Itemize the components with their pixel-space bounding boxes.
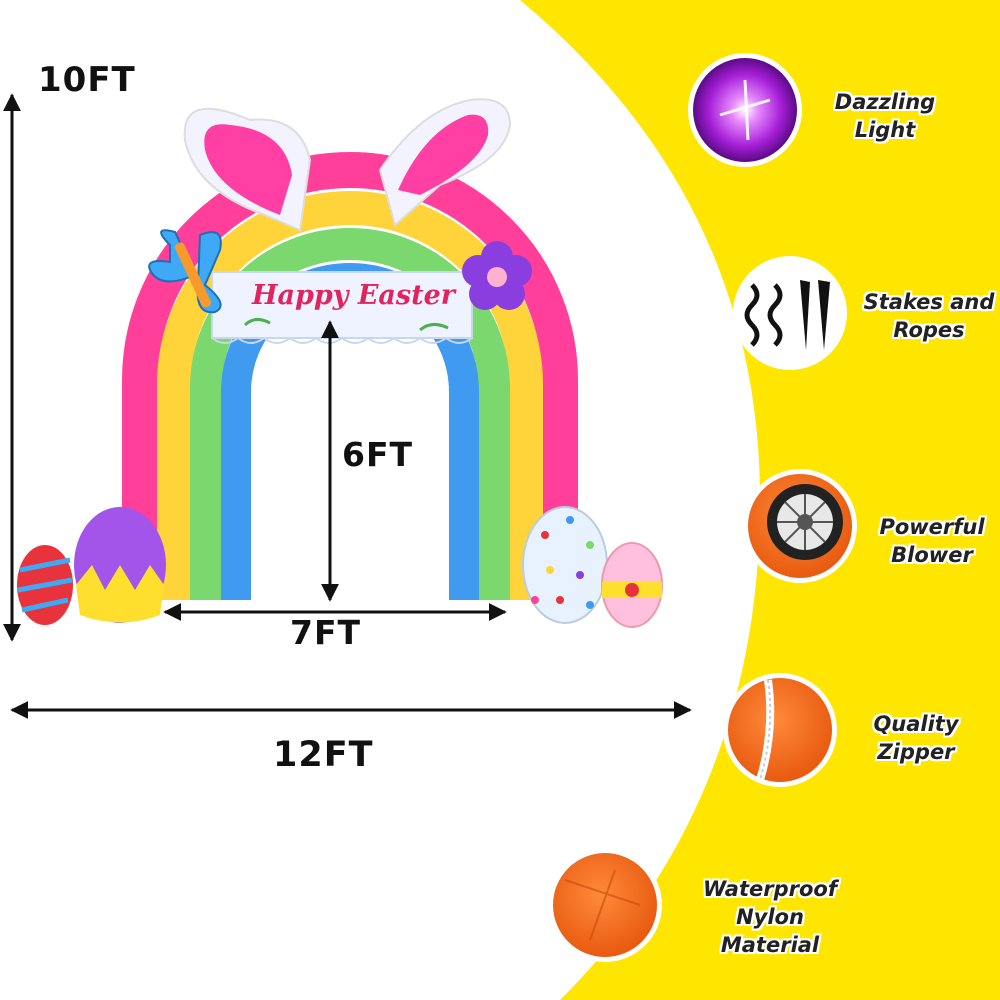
feature-line: Light (854, 118, 916, 142)
zipper-icon (723, 673, 837, 787)
width-inner-label: 7FT (290, 613, 362, 652)
feature-label-nylon: Waterproof Nylon Material (690, 875, 850, 959)
easter-eggs (17, 506, 663, 628)
feature-label-stakes: Stakes and Ropes (858, 288, 1000, 344)
feature-line: Zipper (877, 740, 955, 764)
feature-label-zipper: Quality Zipper (852, 710, 980, 766)
nylon-icon (548, 848, 662, 962)
happy-easter-banner (211, 271, 473, 344)
feature-line: Stakes and (863, 290, 995, 314)
butterfly-decoration (148, 229, 222, 314)
feature-line: Nylon (736, 905, 804, 929)
feature-line: Material (720, 933, 820, 957)
width-total-label: 12FT (273, 735, 374, 775)
feature-line: Waterproof (703, 877, 837, 901)
light-icon (688, 53, 802, 167)
feature-line: Powerful (879, 515, 985, 539)
height-total-label: 10FT (38, 60, 136, 100)
feature-label-light: Dazzling Light (815, 88, 955, 144)
feature-line: Quality (873, 712, 959, 736)
feature-line: Ropes (893, 318, 965, 342)
stakes-ropes-icon (733, 256, 847, 370)
feature-label-blower: Powerful Blower (868, 513, 996, 569)
bunny-ears (183, 98, 512, 232)
feature-line: Blower (891, 543, 973, 567)
blower-icon (743, 469, 857, 583)
height-inner-label: 6FT (342, 435, 414, 474)
feature-line: Dazzling (834, 90, 936, 114)
banner-text: Happy Easter (252, 280, 456, 311)
flower-decoration (462, 241, 532, 310)
dimension-arrows (2, 93, 692, 719)
